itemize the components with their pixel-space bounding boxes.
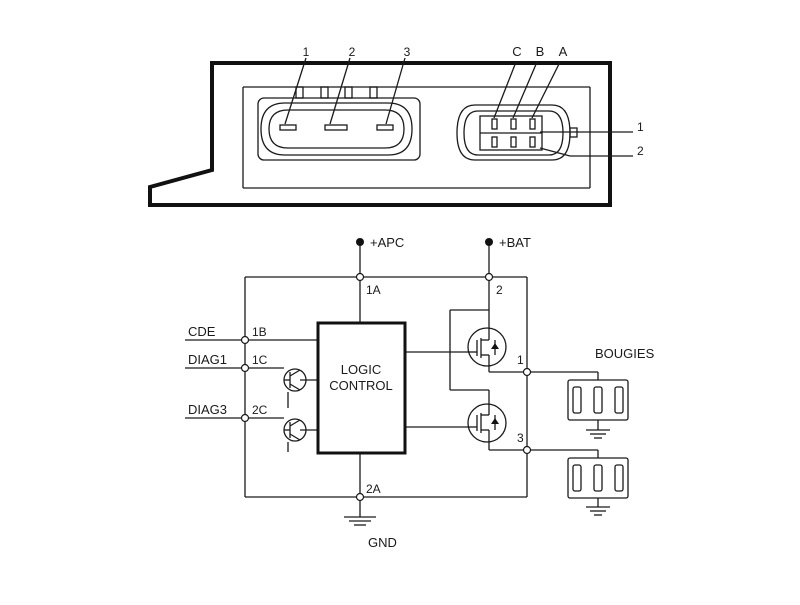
- connector-a-pin-3: 3: [404, 45, 411, 59]
- mosfet-lower: [466, 403, 507, 443]
- glow-plug-group-2: [567, 457, 629, 516]
- node-out-3: [522, 445, 532, 455]
- node-2c: [240, 413, 250, 423]
- connector-a-pin-1: 1: [303, 45, 310, 59]
- logic-label-line1: LOGIC: [341, 362, 381, 377]
- node-1a: [355, 272, 365, 282]
- connector-b-pin-b: B: [536, 44, 545, 59]
- gnd-label: GND: [368, 535, 397, 550]
- logic-control-block: [316, 321, 407, 455]
- mosfet-upper: [466, 327, 507, 367]
- node-1b: [240, 335, 250, 345]
- apc-label: +APC: [370, 235, 404, 250]
- connector-b-side-pin-2: 2: [637, 144, 644, 158]
- module-housing: [148, 61, 612, 207]
- pin-1a-label: 1A: [366, 283, 381, 297]
- schematic-wiring: [185, 242, 599, 526]
- connector-cba: C B A 1 2: [456, 44, 644, 161]
- logic-label-line2: CONTROL: [329, 378, 393, 393]
- bougies-label: BOUGIES: [595, 346, 655, 361]
- node-out-2: [484, 272, 494, 282]
- node-out-1: [522, 367, 532, 377]
- diag1-transistor: [283, 368, 307, 392]
- bat-terminal: [485, 238, 493, 246]
- pin-out-1-label: 1: [517, 353, 524, 367]
- node-2a: [355, 492, 365, 502]
- apc-terminal: [356, 238, 364, 246]
- connector-b-pin-c: C: [512, 44, 521, 59]
- bat-label: +BAT: [499, 235, 531, 250]
- cde-label: CDE: [188, 324, 216, 339]
- pin-2a-label: 2A: [366, 482, 381, 496]
- pin-out-2-label: 2: [496, 283, 503, 297]
- connector-b-side-pin-1: 1: [637, 120, 644, 134]
- diag1-label: DIAG1: [188, 352, 227, 367]
- diag3-transistor: [283, 418, 307, 442]
- pin-1b-label: 1B: [252, 325, 267, 339]
- diag3-label: DIAG3: [188, 402, 227, 417]
- pin-1c-label: 1C: [252, 353, 268, 367]
- glow-plug-group-1: [567, 379, 629, 439]
- connector-b-pin-a: A: [559, 44, 568, 59]
- node-1c: [240, 363, 250, 373]
- pin-2c-label: 2C: [252, 403, 268, 417]
- connector-3pin: 1 2 3: [257, 45, 421, 161]
- pin-out-3-label: 3: [517, 431, 524, 445]
- connector-a-pin-2: 2: [349, 45, 356, 59]
